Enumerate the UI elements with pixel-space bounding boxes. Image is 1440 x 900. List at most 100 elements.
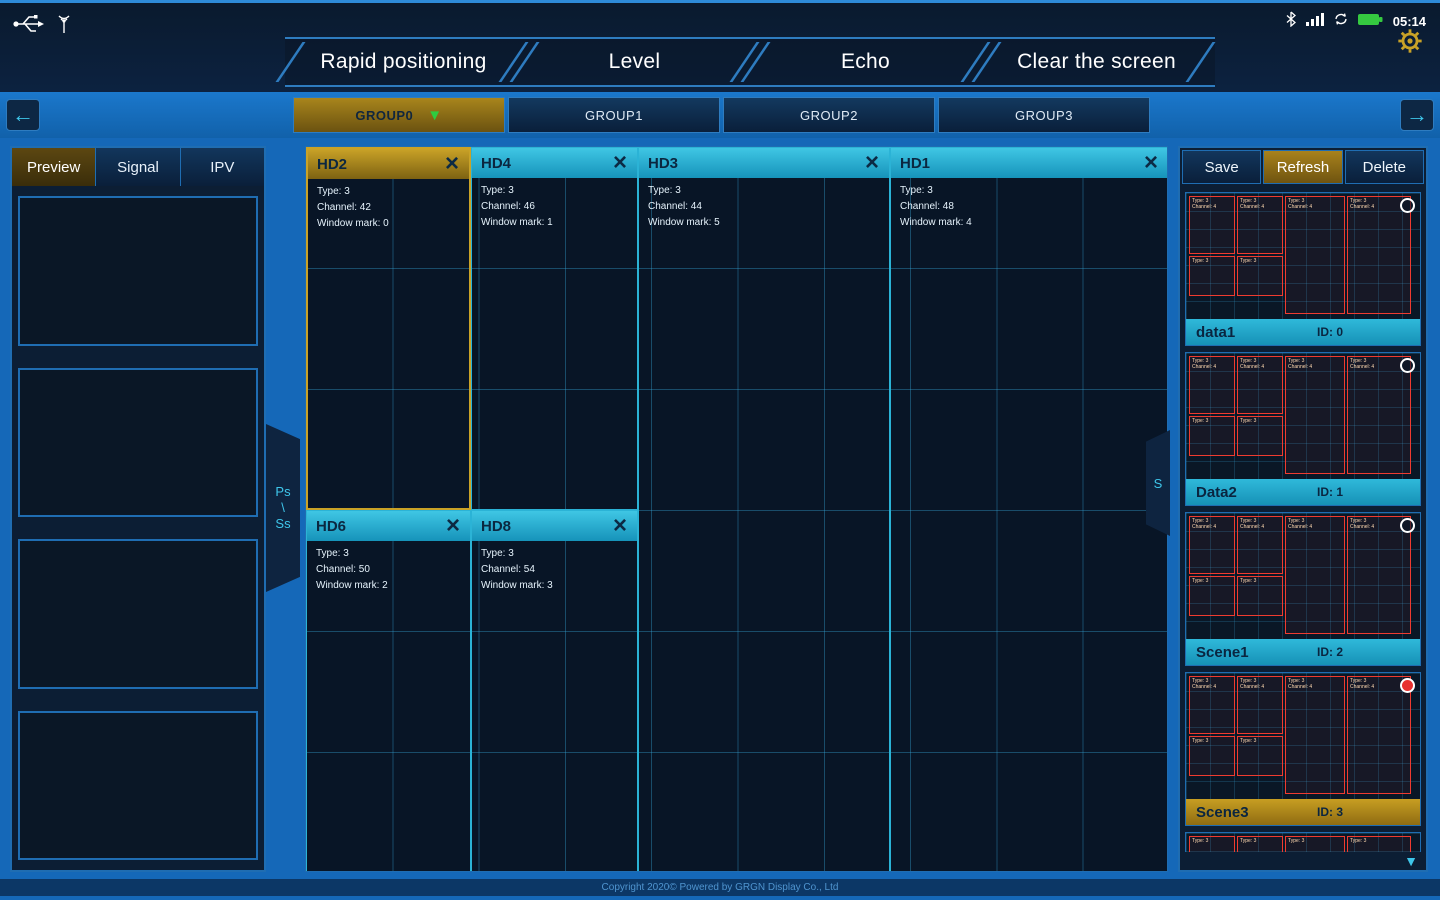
thumb-window: Type: 3 bbox=[1237, 256, 1283, 296]
window-mark: Window mark: 0 bbox=[317, 218, 389, 229]
window-title: HD1 bbox=[900, 154, 931, 172]
group3-label: GROUP3 bbox=[1015, 107, 1073, 123]
preview-slot-3[interactable] bbox=[18, 539, 258, 689]
window-hd2-titlebar[interactable]: HD2 × bbox=[308, 149, 469, 179]
thumb-window: Type: 3 bbox=[1347, 836, 1411, 852]
thumb-window: Type: 3 bbox=[1237, 576, 1283, 616]
thumb-window: Type: 3 bbox=[1285, 836, 1345, 852]
window-info: Type: 3 Channel: 44 Window mark: 5 bbox=[639, 178, 889, 236]
left-panel-collapse-handle[interactable]: Ps \ Ss bbox=[266, 424, 300, 592]
close-icon[interactable]: × bbox=[612, 512, 627, 539]
window-hd8[interactable]: HD8 × Type: 3 Channel: 54 Window mark: 3 bbox=[471, 510, 638, 871]
nav-echo[interactable]: Echo bbox=[840, 50, 891, 73]
tab-preview[interactable]: Preview bbox=[12, 148, 97, 186]
video-wall-canvas[interactable]: HD2 × Type: 3 Channel: 42 Window mark: 0… bbox=[305, 146, 1168, 872]
copyright-text: Copyright 2020© Powered by GRGN Display … bbox=[601, 881, 839, 893]
group-scroll-left-arrow[interactable]: ← bbox=[6, 99, 40, 131]
handle-label: S bbox=[1153, 475, 1163, 491]
preview-slot-1[interactable] bbox=[18, 196, 258, 346]
nav-level[interactable]: Level bbox=[608, 50, 661, 73]
refresh-button[interactable]: Refresh bbox=[1263, 150, 1343, 184]
close-icon[interactable]: × bbox=[444, 150, 459, 177]
delete-button[interactable]: Delete bbox=[1344, 150, 1424, 184]
window-info: Type: 3 Channel: 54 Window mark: 3 bbox=[472, 541, 637, 599]
settings-gear-icon[interactable] bbox=[1396, 27, 1424, 60]
window-mark: Window mark: 3 bbox=[481, 580, 553, 591]
window-hd4-titlebar[interactable]: HD4 × bbox=[472, 148, 637, 178]
preset-name: Scene1 bbox=[1196, 643, 1249, 661]
window-hd4[interactable]: HD4 × Type: 3 Channel: 46 Window mark: 1 bbox=[471, 147, 638, 510]
preset-namebar[interactable]: Data2 ID: 1 bbox=[1186, 479, 1420, 505]
nav-clear-screen[interactable]: Clear the screen bbox=[1017, 50, 1176, 73]
window-hd6[interactable]: HD6 × Type: 3 Channel: 50 Window mark: 2 bbox=[306, 510, 471, 871]
close-icon[interactable]: × bbox=[445, 512, 460, 539]
window-title: HD2 bbox=[317, 155, 348, 173]
group1-label: GROUP1 bbox=[585, 107, 643, 123]
window-hd3-titlebar[interactable]: HD3 × bbox=[639, 148, 889, 178]
preset-radio[interactable] bbox=[1400, 358, 1415, 373]
window-hd1-titlebar[interactable]: HD1 × bbox=[891, 148, 1167, 178]
preset-namebar[interactable]: Scene1 ID: 2 bbox=[1186, 639, 1420, 665]
preset-radio[interactable] bbox=[1400, 198, 1415, 213]
clock-time: 05:14 bbox=[1392, 14, 1426, 29]
handle-label: \ bbox=[281, 500, 285, 515]
handle-label: Ps bbox=[275, 484, 291, 499]
right-panel-collapse-handle[interactable]: S bbox=[1146, 430, 1170, 536]
dropdown-arrow-icon[interactable]: ▼ bbox=[427, 106, 443, 124]
window-mark: Window mark: 4 bbox=[900, 217, 972, 228]
tab-group1[interactable]: GROUP1 bbox=[508, 97, 720, 133]
tab-group0[interactable]: GROUP0 ▼ bbox=[293, 97, 505, 133]
nav-separator bbox=[960, 42, 1002, 82]
window-hd8-titlebar[interactable]: HD8 × bbox=[472, 511, 637, 541]
tab-signal[interactable]: Signal bbox=[96, 148, 181, 186]
save-button[interactable]: Save bbox=[1182, 150, 1262, 184]
preset-radio[interactable] bbox=[1400, 518, 1415, 533]
preview-slot-2[interactable] bbox=[18, 367, 258, 517]
battery-icon bbox=[1357, 13, 1384, 31]
preset-namebar[interactable]: Scene3 ID: 3 bbox=[1186, 799, 1420, 825]
window-hd1[interactable]: HD1 × Type: 3 Channel: 48 Window mark: 4 bbox=[890, 147, 1167, 871]
window-info: Type: 3 Channel: 50 Window mark: 2 bbox=[307, 541, 470, 599]
close-icon[interactable]: × bbox=[1143, 149, 1158, 176]
preset-name: Scene3 bbox=[1196, 803, 1249, 821]
right-arrow-icon: → bbox=[1406, 102, 1428, 127]
preset-scroll-down-icon[interactable]: ▼ bbox=[1404, 853, 1418, 869]
close-icon[interactable]: × bbox=[864, 149, 879, 176]
preset-id: ID: 2 bbox=[1317, 645, 1344, 659]
nav-rapid-positioning[interactable]: Rapid positioning bbox=[320, 50, 487, 73]
nav-separator bbox=[729, 42, 771, 82]
window-hd6-titlebar[interactable]: HD6 × bbox=[307, 511, 470, 541]
window-hd3[interactable]: HD3 × Type: 3 Channel: 44 Window mark: 5 bbox=[638, 147, 890, 871]
window-mark: Window mark: 1 bbox=[481, 217, 553, 228]
group-scroll-right-arrow[interactable]: → bbox=[1400, 99, 1434, 131]
handle-label: Ss bbox=[275, 516, 291, 531]
tab-group2[interactable]: GROUP2 bbox=[723, 97, 935, 133]
preset-card-partial[interactable]: Type: 3 Type: 3 Type: 3 Type: 3 bbox=[1185, 832, 1421, 852]
window-title: HD4 bbox=[481, 154, 512, 172]
close-icon[interactable]: × bbox=[612, 149, 627, 176]
window-info: Type: 3 Channel: 48 Window mark: 4 bbox=[891, 178, 1167, 236]
tab-group3[interactable]: GROUP3 bbox=[938, 97, 1150, 133]
footer: Copyright 2020© Powered by GRGN Display … bbox=[0, 874, 1440, 900]
top-nav-band: Rapid positioning Level Echo Clear the s… bbox=[275, 37, 1225, 87]
preset-namebar[interactable]: data1 ID: 0 bbox=[1186, 319, 1420, 345]
tab-ipv[interactable]: IPV bbox=[180, 148, 264, 186]
window-hd2[interactable]: HD2 × Type: 3 Channel: 42 Window mark: 0 bbox=[306, 147, 471, 510]
preset-radio-selected[interactable] bbox=[1400, 678, 1415, 693]
nav-separator bbox=[498, 42, 540, 82]
preview-slot-4[interactable] bbox=[18, 710, 258, 860]
